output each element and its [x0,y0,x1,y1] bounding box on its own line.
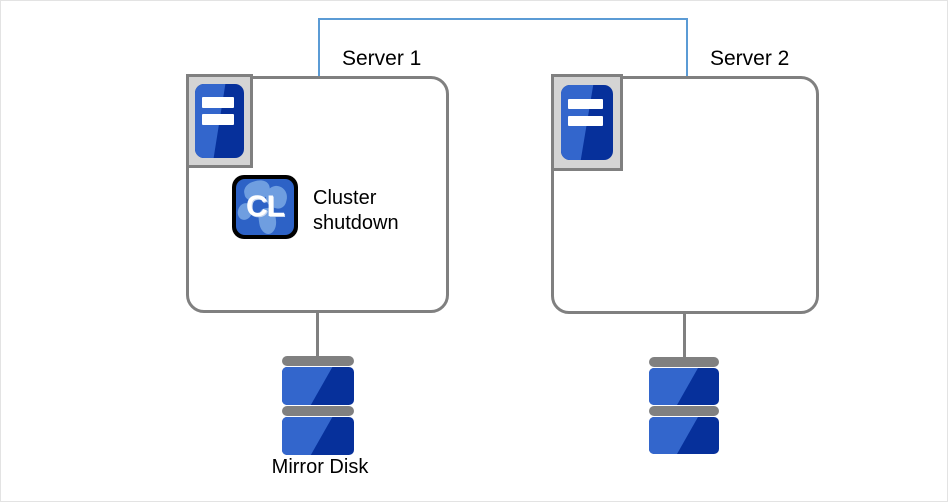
server-machine-bar-top [201,97,235,108]
interconnect-horizontal-line [318,18,688,20]
disk-platter-lower [649,417,719,454]
cl-icon-letters: CL [246,190,285,223]
interconnect-vertical-line-server-1 [318,18,320,77]
cl-icon-inner: CL [236,179,294,235]
disk-bar-top [282,356,354,366]
server-machine-body [561,85,613,160]
disk-platter-upper [282,367,354,405]
interconnect-vertical-line-server-2 [686,18,688,77]
disk-bar-top [649,357,719,367]
server-machine-bar-bottom [201,114,235,125]
server-1-mirror-disk-icon [282,356,354,455]
server-machine-body [195,84,244,158]
disk-bar-middle [649,406,719,416]
server-2-machine-icon [551,74,623,171]
server-1-label: Server 1 [342,47,422,70]
disk-platter-lower [282,417,354,455]
cluster-shutdown-app-icon: CL [232,175,298,239]
server-machine-bar-bottom [568,115,603,127]
server-2-disk-connector [683,314,686,359]
disk-platter-upper [649,368,719,405]
server-2-label: Server 2 [710,47,790,70]
server-1-disk-connector [316,313,319,358]
server-1-machine-icon [186,74,253,168]
mirror-disk-label: Mirror Disk [271,456,369,478]
server-2-mirror-disk-icon [649,357,719,454]
server-machine-bar-top [568,98,603,109]
cluster-shutdown-label: Cluster shutdown [313,187,399,234]
disk-bar-middle [282,406,354,416]
